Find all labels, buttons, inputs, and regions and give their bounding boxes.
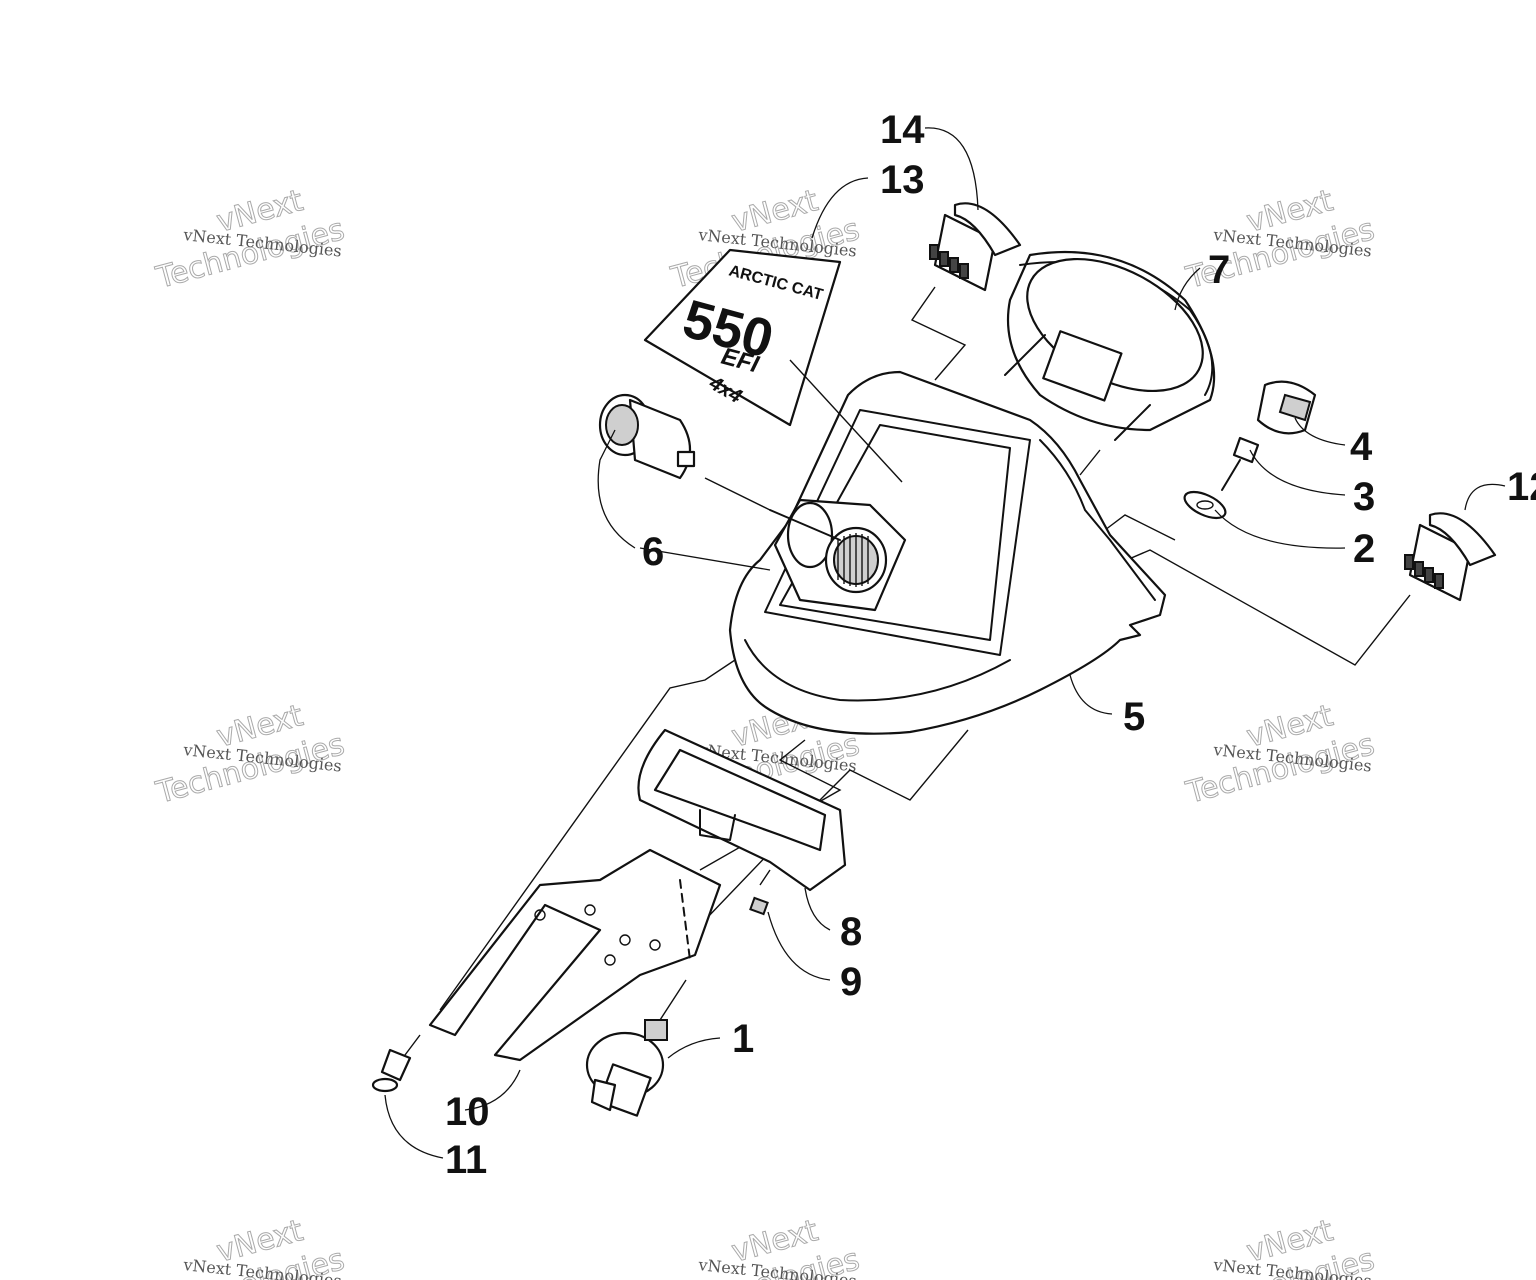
callout-9: 9 bbox=[840, 960, 862, 1004]
ignition-key bbox=[1221, 436, 1260, 491]
grommet bbox=[749, 896, 769, 916]
ignition-cap bbox=[1256, 380, 1317, 435]
callout-4: 4 bbox=[1350, 425, 1373, 469]
callout-7: 7 bbox=[1208, 248, 1230, 292]
rocker-switch-right bbox=[1404, 512, 1497, 602]
ignition-switch bbox=[585, 1019, 668, 1117]
callout-14: 14 bbox=[880, 108, 925, 152]
mounting-bracket bbox=[428, 848, 722, 1062]
callout-13: 13 bbox=[880, 158, 925, 202]
bezel-frame bbox=[637, 728, 847, 892]
speedometer-gauge bbox=[1004, 250, 1216, 441]
callout-6: 6 bbox=[642, 530, 664, 574]
rocker-switch-top bbox=[929, 202, 1022, 292]
callout-1: 1 bbox=[732, 1017, 754, 1061]
dash-housing bbox=[728, 370, 1167, 735]
power-outlet bbox=[598, 393, 696, 480]
callout-leaders bbox=[384, 127, 1506, 1159]
callout-8: 8 bbox=[840, 910, 862, 954]
callout-numbers: 1 2 3 4 5 6 7 8 9 10 11 12 13 14 bbox=[445, 108, 1536, 1182]
callout-10: 10 bbox=[445, 1090, 490, 1134]
push-rivet bbox=[371, 1048, 412, 1093]
callout-12: 12 bbox=[1507, 465, 1536, 509]
decal: ARCTIC CAT 550 EFI 4x4 bbox=[643, 248, 903, 483]
callout-2: 2 bbox=[1353, 527, 1375, 571]
callout-11: 11 bbox=[445, 1138, 487, 1182]
callout-5: 5 bbox=[1123, 695, 1145, 739]
nut bbox=[1183, 490, 1227, 520]
callout-3: 3 bbox=[1353, 475, 1375, 519]
